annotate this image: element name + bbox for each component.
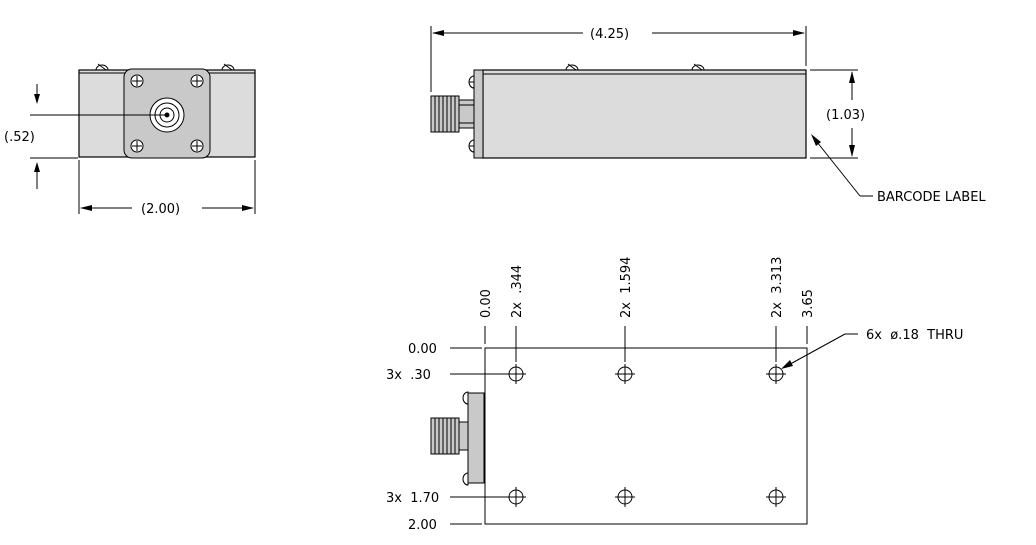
- side-length-dim: (4.25): [590, 27, 629, 42]
- bottom-view: 0.00 2x .344 2x 1.594 2x 3.313 3.65 0.00…: [386, 257, 963, 533]
- mounting-hole-icon: [615, 364, 635, 384]
- sma-connector-icon: [430, 95, 475, 133]
- y-ordinate-label: 3x .30: [386, 368, 431, 383]
- y-ordinate-label: 3x 1.70: [386, 491, 439, 506]
- hole-callout-note: 6x ø.18 THRU: [866, 328, 963, 343]
- coax-connector-icon: [149, 97, 185, 133]
- mounting-hole-icon: [506, 487, 526, 507]
- side-housing: [482, 69, 807, 159]
- x-ordinate-label: 2x 1.594: [619, 257, 634, 318]
- flange-screw: [130, 74, 144, 88]
- front-view: (.52) (2.00): [4, 63, 256, 217]
- sma-connector-icon: [430, 417, 469, 455]
- front-height-dim: (.52): [4, 130, 35, 145]
- x-ordinate-label: 3.65: [801, 289, 816, 318]
- side-height-dim: (1.03): [826, 108, 865, 123]
- barcode-label-note: BARCODE LABEL: [877, 190, 986, 205]
- flange-screw: [190, 74, 204, 88]
- front-width-dim: (2.00): [141, 202, 180, 217]
- x-ordinate-label: 2x .344: [510, 265, 525, 318]
- flange-screw: [130, 139, 144, 153]
- mounting-hole-icon: [615, 487, 635, 507]
- mounting-hole-icon: [506, 364, 526, 384]
- x-ordinate-label: 2x 3.313: [770, 257, 785, 318]
- y-ordinate-label: 0.00: [408, 342, 437, 357]
- x-ordinate-label: 0.00: [479, 289, 494, 318]
- flange-screw: [190, 139, 204, 153]
- mounting-hole-icon: [766, 364, 786, 384]
- mounting-hole-icon: [766, 487, 786, 507]
- side-view: (4.25) (1.03) BARCODE LABEL: [430, 26, 986, 205]
- base-plate: [484, 347, 808, 525]
- y-ordinate-label: 2.00: [408, 518, 437, 533]
